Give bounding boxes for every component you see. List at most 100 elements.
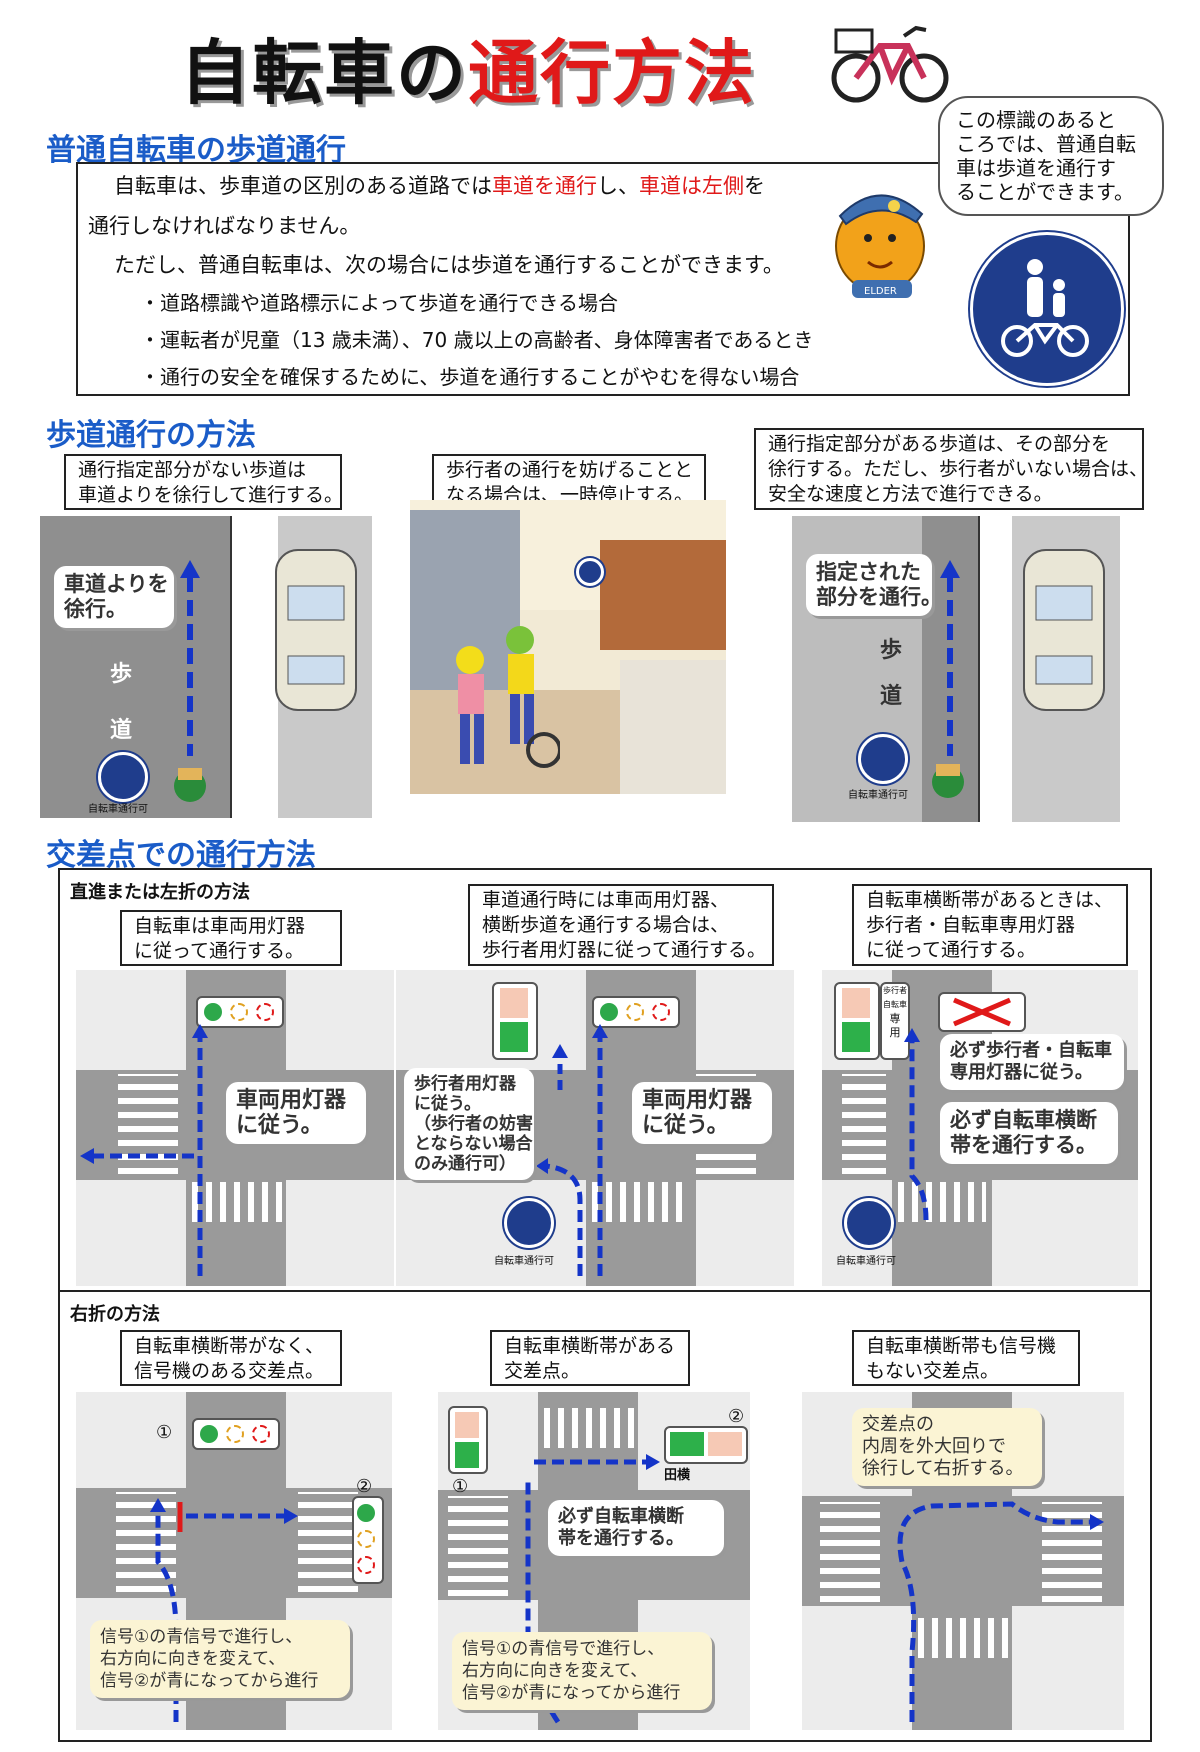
bubble-follow-vehicle-signal: 車両用灯器 に従う。 (226, 1082, 366, 1144)
bubble-line: 徐行。 (64, 597, 127, 621)
sidewalk-diagram-1: 車道よりを 徐行。 歩 道 自転車通行可 (40, 516, 372, 818)
bubble-designated-lane: 指定された 部分を通行。 (806, 554, 942, 616)
note-line: 信号①の青信号で進行し、 (462, 1639, 665, 1659)
note-line: 信号②が青になってから進行 (100, 1671, 319, 1691)
children-cyclists-illustration (456, 626, 560, 768)
bubble-must-follow-bike-signal: 必ず歩行者・自転車 専用灯器に従う。 (940, 1034, 1124, 1090)
bubble-line: （歩行者の妨害 (414, 1114, 533, 1134)
sidewalk-label-2: 道 (880, 684, 903, 709)
cyclist-icon (932, 764, 964, 798)
callout-line: 自転車横断帯があるときは、 (866, 889, 1114, 911)
bike-sign-small (504, 1198, 554, 1248)
bubble-line: に従う。 (414, 1094, 481, 1114)
rule-text-red1: 車道を通行 (492, 174, 597, 198)
plate-text: 専 (889, 1012, 901, 1025)
callout-vehicle-signal: 自転車は車両用灯器 に従って通行する。 (120, 910, 342, 966)
callout-line: 信号機のある交差点。 (134, 1360, 325, 1382)
rule-box (76, 162, 1130, 396)
callout-line: 横断歩道を通行する場合は、 (482, 914, 730, 936)
bubble-line: のみ通行可） (414, 1154, 516, 1174)
callout-line: に従って通行する。 (134, 940, 305, 962)
plate-text: 用 (889, 1026, 901, 1039)
vehicle-signal (196, 996, 284, 1028)
signal-marker-1: ① (452, 1476, 469, 1497)
callout-line: 徐行する。ただし、歩行者がいない場合は、 (768, 458, 1149, 480)
speech-line: ころでは、普通自転 (956, 132, 1136, 156)
sidewalk-label-1: 歩 (110, 662, 133, 687)
callout-no-crossing-with-signal: 自転車横断帯がなく、 信号機のある交差点。 (120, 1330, 342, 1386)
note-line: 右方向に向きを変えて、 (100, 1649, 286, 1669)
note-right-turn-1: 信号①の青信号で進行し、 右方向に向きを変えて、 信号②が青になってから進行 (90, 1620, 350, 1698)
bubble-line: 歩行者用灯器 (414, 1074, 516, 1094)
pedestrian-signal (448, 1406, 488, 1474)
note-line: 徐行して右折する。 (862, 1458, 1024, 1479)
street-illustration (410, 500, 726, 794)
rule-text-e: を (744, 174, 765, 198)
title-part1: 自転車の (180, 32, 468, 114)
note-right-turn-2: 信号①の青信号で進行し、 右方向に向きを変えて、 信号②が青になってから進行 (452, 1632, 712, 1710)
callout-no-lane: 通行指定部分がない歩道は 車道よりを徐行して進行する。 (64, 454, 344, 510)
note-line: 内周を外大回りで (862, 1436, 1006, 1457)
rule-text-red2: 車道は左側 (639, 174, 744, 198)
callout-line: に従って通行する。 (866, 939, 1037, 961)
rule-line-2: 通行しなければなりません。 (88, 214, 361, 238)
sidewalk-diagram-3: 指定された 部分を通行。 歩 道 自転車通行可 (792, 516, 1120, 822)
bubble-line: に従う。 (236, 1113, 323, 1138)
callout-with-crossing: 自転車横断帯がある 交差点。 (490, 1330, 690, 1386)
callout-pedestrian-signal: 車道通行時には車両用灯器、 横断歩道を通行する場合は、 歩行者用灯器に従って通行… (468, 884, 774, 966)
sidewalk-label-2: 道 (110, 718, 133, 743)
title-part2: 通行方法 (468, 32, 756, 114)
bubble-line: 車両用灯器 (236, 1088, 347, 1113)
bubble-line: 必ず歩行者・自転車 (950, 1040, 1112, 1061)
rule-line-1: 自転車は、歩車道の区別のある道路では車道を通行し、車道は左側を (114, 170, 765, 200)
right-turn-diagram-1: ① ② 信号①の青信号で進行し、 右方向に向きを変えて、 信号②が青になってから… (76, 1392, 392, 1730)
bubble-line: 車道よりを (64, 572, 169, 596)
intersection-diagram-straight-2: 歩行者用灯器 に従う。 （歩行者の妨害 とならない場合 のみ通行可） 車両用灯器… (396, 970, 794, 1286)
callout-bike-crossing-signal: 自転車横断帯があるときは、 歩行者・自転車専用灯器 に従って通行する。 (852, 884, 1128, 966)
police-mascot-illustration: ELDER (835, 194, 925, 298)
callout-line: 歩行者用灯器に従って通行する。 (482, 939, 767, 961)
straight-left-label: 直進または左折の方法 (70, 882, 250, 903)
signal-marker-2: ② (728, 1406, 745, 1427)
bubble-must-use-bike-crossing: 必ず自転車横断 帯を通行する。 (548, 1500, 724, 1556)
cyclist-icon (174, 768, 206, 802)
bubble-line: 必ず自転車横断 (558, 1506, 684, 1527)
callout-line: 自転車横断帯も信号機 (866, 1335, 1057, 1357)
bubble-follow-vehicle-signal: 車両用灯器 に従う。 (632, 1082, 772, 1144)
callout-line: 車道よりを徐行して進行する。 (78, 484, 344, 506)
note-line: 信号①の青信号で進行し、 (100, 1627, 303, 1647)
bicycle-pedestrian-sign (970, 232, 1124, 386)
page-title: 自転車の通行方法 (180, 28, 756, 118)
plate-text: 自転車 (883, 1000, 907, 1009)
bicycle-icon (831, 25, 949, 103)
callout-line: 歩行者の通行を妨げることと (446, 459, 694, 481)
bullet-1: ・道路標識や道路標示によって歩道を通行できる場合 (140, 291, 618, 315)
speech-line: この標識のあると (956, 108, 1116, 132)
pedestrian-bike-signal-2 (664, 1426, 748, 1464)
callout-line: 車道通行時には車両用灯器、 (482, 889, 730, 911)
pedestrian-signal (834, 982, 880, 1060)
bubble-follow-pedestrian-signal: 歩行者用灯器 に従う。 （歩行者の妨害 とならない場合 のみ通行可） (404, 1068, 534, 1180)
intersection-diagram-straight-1: 車両用灯器 に従う。 (76, 970, 394, 1286)
sign-caption: 自転車通行可 (494, 1256, 554, 1267)
note-right-turn-3: 交差点の 内周を外大回りで 徐行して右折する。 (852, 1408, 1042, 1486)
rule-text-c: し、 (597, 174, 639, 198)
no-crossing-signal (938, 992, 1026, 1032)
callout-line: 自転車横断帯がなく、 (134, 1335, 325, 1357)
plate-text: 歩行者 (883, 986, 907, 995)
bike-sign-small (844, 1198, 894, 1248)
callout-line: もない交差点。 (866, 1360, 1000, 1382)
bubble-line: 車両用灯器 (642, 1088, 753, 1113)
bubble-line: 必ず自転車横断 (950, 1108, 1097, 1132)
intersection-diagram-straight-3: 歩行者 自転車 専 用 必ず歩行者・自転車 専用灯器に従う。 必ず自転車横断 帯… (822, 970, 1138, 1286)
right-turn-diagram-2: ① ② 田横 必ず自転車横断 帯を通行する。 信号①の青信号で進行し、 右方向に… (438, 1392, 750, 1730)
bubble-line: 帯を通行する。 (558, 1528, 684, 1549)
vehicle-signal-1 (192, 1418, 280, 1450)
rule-line-3: ただし、普通自転車は、次の場合には歩道を通行することができます。 (114, 253, 784, 277)
rule-text-a: 自転車は、歩車道の区別のある道路では (114, 174, 492, 198)
bubble-line: 指定された (816, 560, 921, 584)
section2-heading: 歩道通行の方法 (46, 418, 256, 453)
signal-plate: 歩行者 自転車 専 用 (880, 982, 910, 1060)
sign-caption: 自転車通行可 (848, 790, 908, 801)
vehicle-signal-2 (352, 1496, 384, 1584)
